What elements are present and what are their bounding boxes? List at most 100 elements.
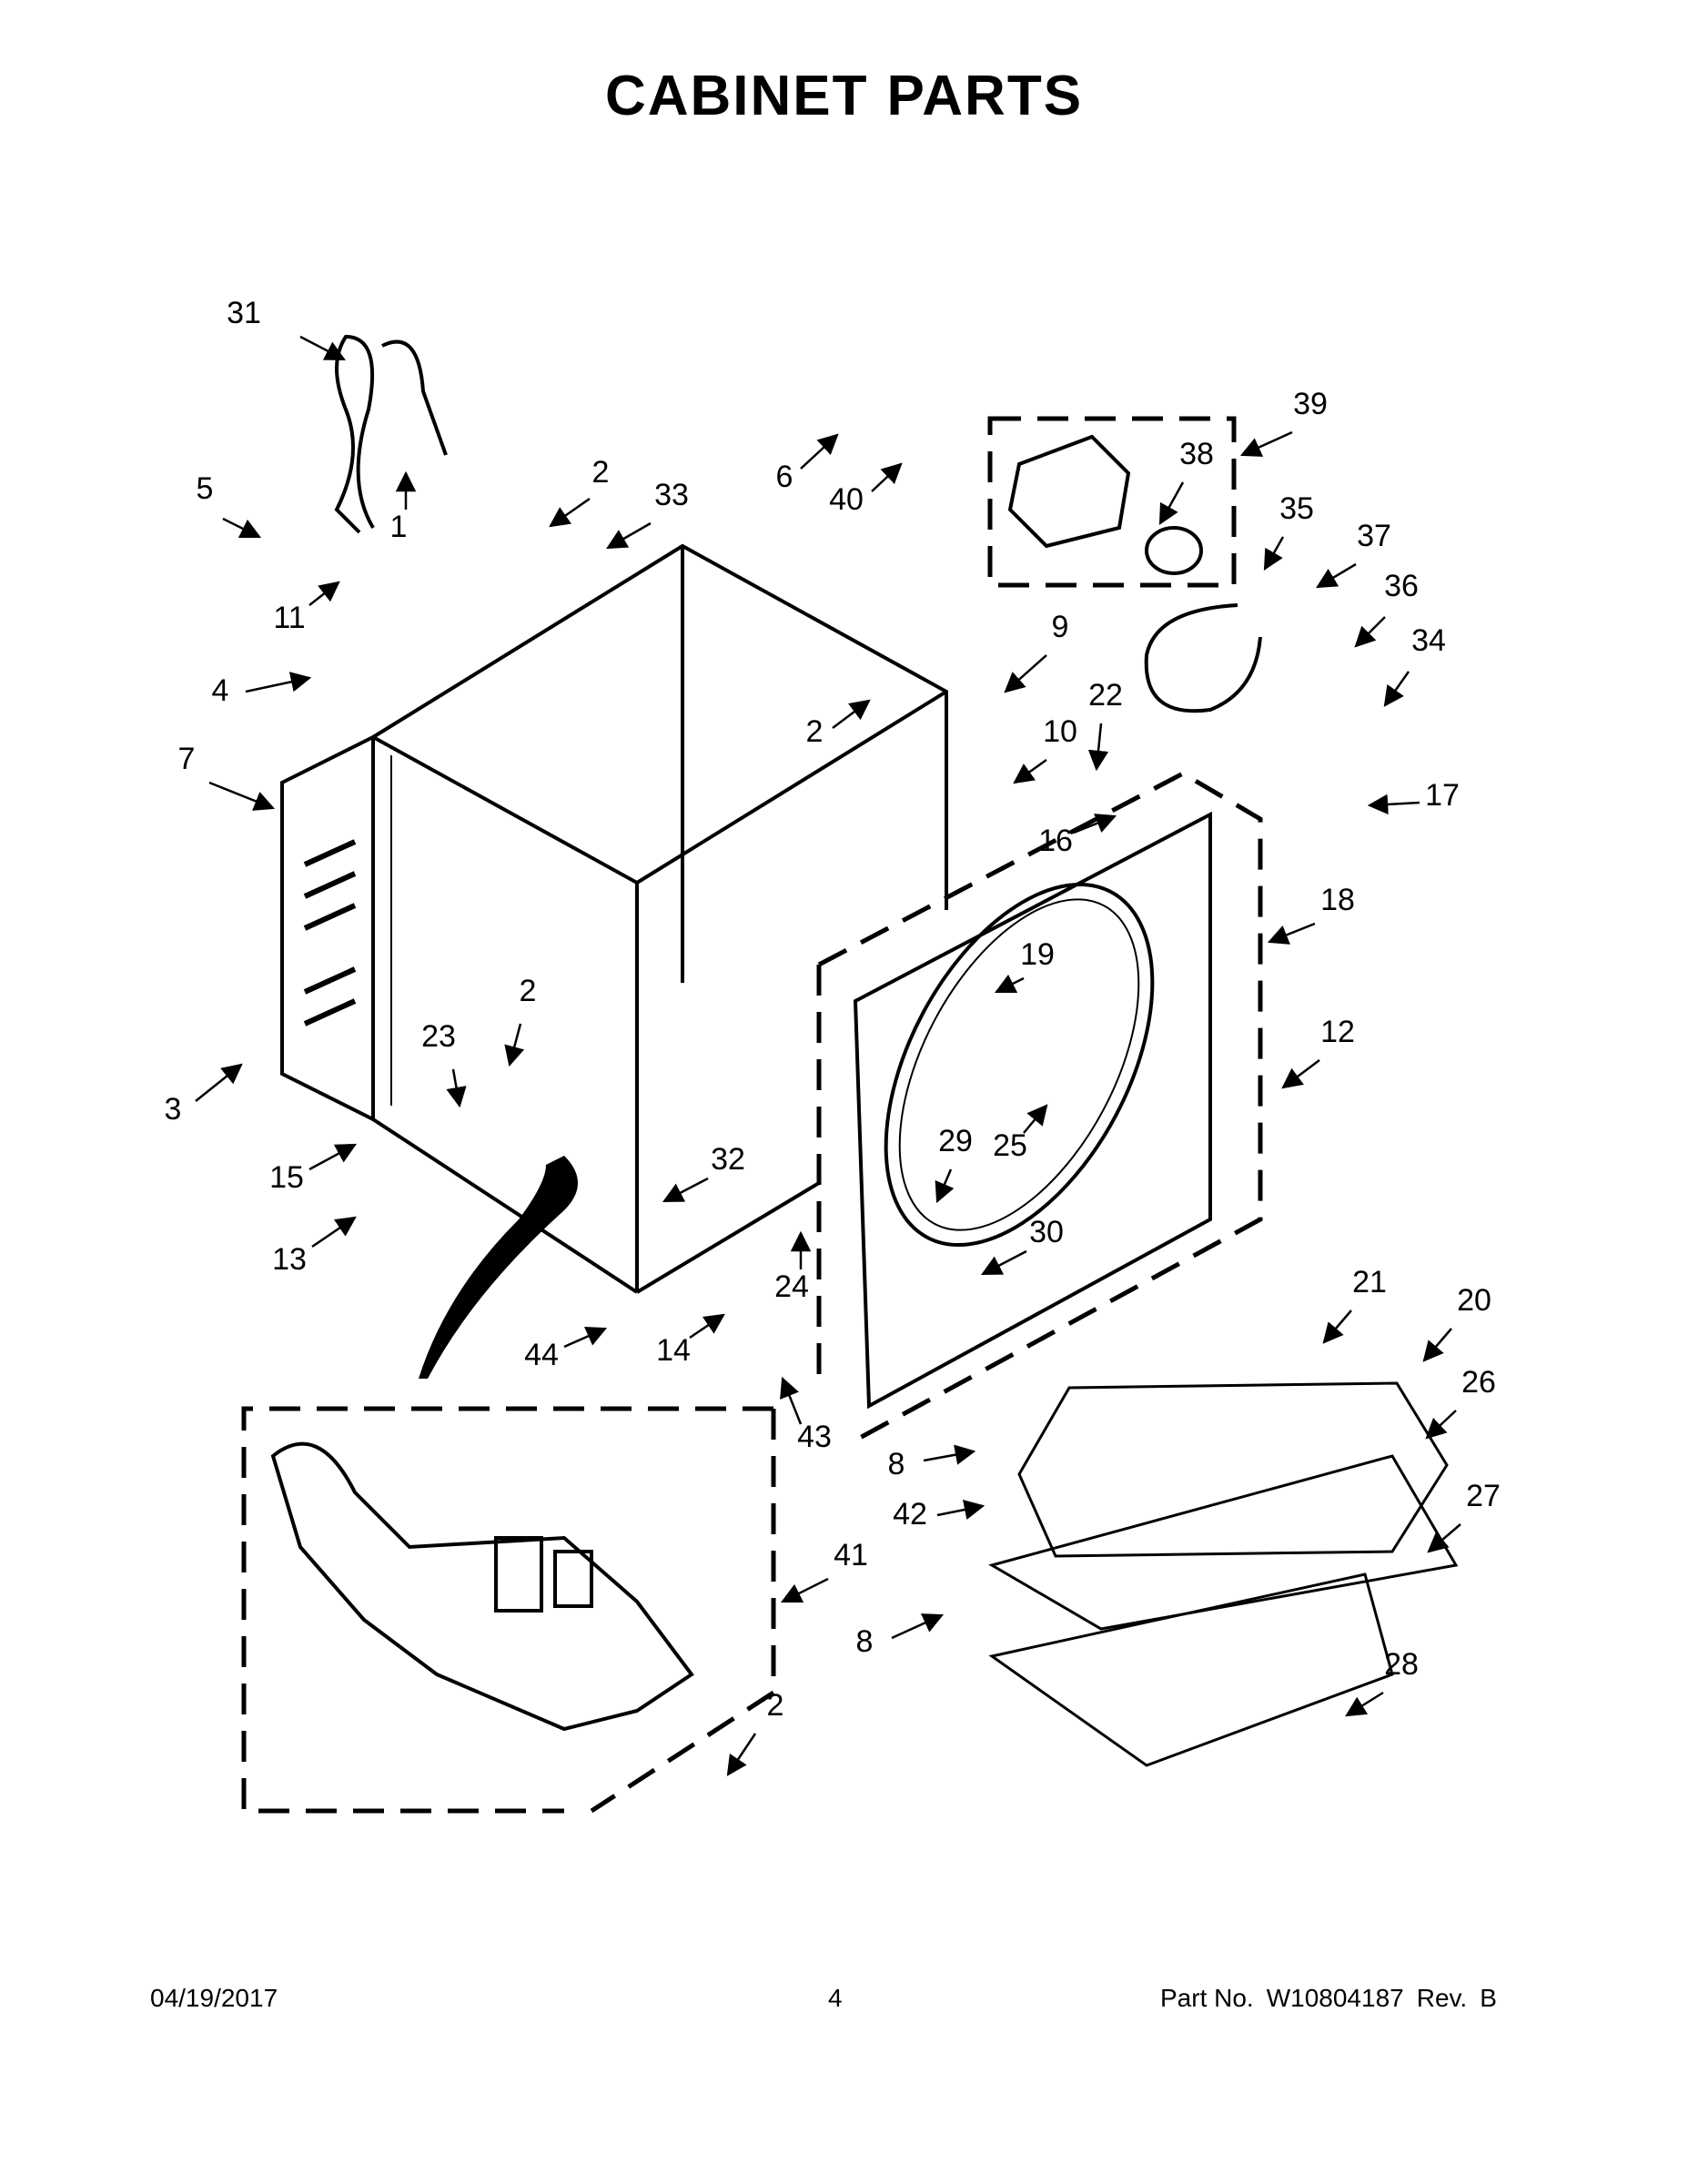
leader-arrow-38	[1158, 481, 1185, 525]
leader-arrow-2	[504, 1023, 525, 1067]
callout-35: 35	[1279, 491, 1314, 526]
footer-date: 04/19/2017	[150, 1984, 278, 2012]
leader-arrow-8	[891, 1613, 945, 1640]
callout-32: 32	[711, 1142, 745, 1177]
callout-18: 18	[1320, 883, 1355, 917]
leader-arrow-15	[308, 1143, 357, 1171]
base-panels	[988, 1381, 1459, 1767]
callout-37: 37	[1357, 519, 1391, 553]
callout-22: 22	[1088, 678, 1123, 713]
callout-4: 4	[212, 673, 229, 708]
callout-40: 40	[829, 482, 864, 517]
drive-motor	[1007, 434, 1203, 575]
leader-arrow-17	[1367, 794, 1420, 815]
leader-arrow-29	[935, 1168, 955, 1204]
callout-36: 36	[1384, 569, 1419, 603]
callout-19: 19	[1020, 937, 1055, 972]
leader-arrow-3	[195, 1063, 243, 1102]
power-cord	[334, 334, 448, 534]
leader-arrow-40	[871, 462, 903, 492]
callout-2: 2	[592, 455, 610, 490]
title-word-2: PARTS	[886, 65, 1084, 127]
callout-3: 3	[165, 1092, 182, 1127]
leader-arrow-2	[549, 497, 591, 528]
callout-8: 8	[856, 1624, 874, 1659]
leader-arrow-8	[923, 1444, 976, 1465]
leader-arrow-19	[994, 974, 1025, 994]
front-panel	[853, 811, 1212, 1410]
leader-arrow-18	[1267, 922, 1316, 945]
callout-24: 24	[774, 1269, 809, 1304]
leader-arrow-7	[208, 781, 276, 811]
leader-arrows	[195, 335, 1461, 1776]
callout-34: 34	[1411, 623, 1446, 658]
leader-arrow-14	[689, 1313, 725, 1340]
callout-44: 44	[524, 1338, 559, 1372]
callout-21: 21	[1352, 1265, 1387, 1299]
callout-43: 43	[797, 1420, 832, 1454]
callout-38: 38	[1179, 437, 1214, 471]
part-label: Part No.	[1160, 1984, 1254, 2012]
leader-arrow-32	[662, 1177, 709, 1203]
title-word-1: CABINET	[604, 65, 869, 127]
callout-5: 5	[197, 471, 214, 506]
leader-arrow-13	[311, 1216, 357, 1249]
callout-7: 7	[178, 742, 196, 776]
leader-arrow-12	[1281, 1059, 1320, 1089]
callout-9: 9	[1052, 610, 1069, 644]
part-number: W10804187	[1266, 1984, 1404, 2012]
leader-arrow-4	[245, 672, 312, 693]
callout-1: 1	[390, 510, 408, 544]
callout-25: 25	[993, 1128, 1027, 1163]
drum-belt	[1144, 603, 1262, 713]
leader-arrow-37	[1316, 562, 1357, 589]
callout-2: 2	[767, 1688, 784, 1723]
callout-20: 20	[1457, 1283, 1491, 1318]
leader-arrow-42	[936, 1499, 986, 1521]
callout-42: 42	[893, 1497, 927, 1532]
callout-6: 6	[776, 460, 793, 494]
callout-39: 39	[1293, 387, 1328, 421]
exhaust-duct	[419, 1156, 578, 1379]
callout-12: 12	[1320, 1015, 1355, 1049]
leader-arrow-30	[981, 1249, 1027, 1276]
rev-value: B	[1480, 1984, 1497, 2012]
rear-panel	[280, 733, 375, 1123]
leader-arrow-10	[1013, 758, 1047, 784]
leader-arrow-34	[1383, 671, 1410, 707]
leader-arrow-35	[1263, 536, 1285, 571]
leader-arrow-11	[308, 581, 340, 606]
callout-2: 2	[806, 714, 824, 749]
motor-assembly-box	[987, 416, 1237, 588]
gas-valve-assembly-box	[241, 1406, 776, 1814]
leader-arrow-26	[1425, 1410, 1457, 1440]
callout-30: 30	[1029, 1215, 1064, 1249]
callout-23: 23	[421, 1019, 456, 1054]
leader-arrow-2	[726, 1733, 757, 1776]
leader-arrow-25	[1023, 1104, 1048, 1134]
leader-arrow-44	[563, 1326, 608, 1349]
callout-14: 14	[656, 1333, 691, 1368]
leader-arrow-22	[1087, 723, 1109, 772]
callout-2: 2	[520, 974, 537, 1008]
gas-valve-assembly	[270, 1441, 694, 1732]
callout-31: 31	[227, 296, 261, 330]
leader-arrow-27	[1427, 1523, 1461, 1553]
callout-29: 29	[938, 1124, 973, 1158]
callout-16: 16	[1038, 824, 1073, 858]
callout-26: 26	[1461, 1365, 1496, 1400]
callout-17: 17	[1425, 778, 1460, 813]
callout-11: 11	[273, 601, 305, 635]
leader-arrow-33	[606, 521, 652, 550]
leader-arrow-16	[1073, 814, 1117, 834]
page-title: CABINET PARTS	[0, 64, 1688, 128]
callout-8: 8	[888, 1447, 905, 1481]
leader-arrow-23	[446, 1068, 467, 1108]
callout-27: 27	[1466, 1479, 1501, 1513]
leader-arrow-36	[1354, 616, 1386, 648]
leader-arrow-28	[1345, 1691, 1384, 1717]
leader-arrow-21	[1322, 1309, 1352, 1344]
callout-15: 15	[269, 1160, 304, 1195]
